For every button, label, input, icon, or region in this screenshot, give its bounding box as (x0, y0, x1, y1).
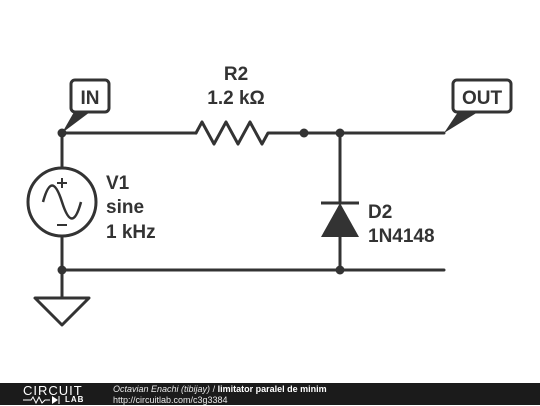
source-waveform: sine (106, 197, 144, 218)
resistor-r2: R2 1.2 kΩ (194, 64, 276, 146)
port-in-label: IN (81, 88, 100, 109)
source-designator: V1 (106, 173, 130, 194)
port-in-box (69, 78, 111, 114)
resistor-designator: R2 (224, 64, 248, 85)
diode-triangle (321, 203, 359, 237)
resistor-value: 1.2 kΩ (207, 88, 265, 109)
junction-diode-top (335, 128, 345, 138)
ground-icon (33, 296, 91, 327)
footer-bar: CIRCUIT LAB Octavian Enachi (tibijay) / … (0, 383, 540, 405)
junction-diode-bottom (335, 265, 345, 275)
junction-ground (57, 265, 67, 275)
port-out: OUT (444, 78, 513, 133)
voltage-source-v1: V1 sine 1 kHz (26, 166, 156, 243)
diode-d2: D2 1N4148 (321, 201, 435, 247)
port-out-pointer (444, 112, 478, 133)
meta-separator: / (212, 384, 216, 394)
ground-symbol (33, 296, 91, 327)
diode-part-number: 1N4148 (368, 226, 435, 247)
resistor-zigzag (194, 120, 276, 146)
port-out-label: OUT (462, 88, 503, 109)
port-in: IN (62, 78, 111, 133)
circuit-diagram: IN OUT R2 1.2 kΩ V1 sine 1 kHz (26, 64, 513, 327)
author-name[interactable]: Octavian Enachi (tibijay) (113, 384, 211, 394)
logo-resistor-icon (23, 395, 60, 404)
source-frequency: 1 kHz (106, 222, 156, 243)
port-out-box (451, 78, 513, 114)
logo-circuit-text: CIRCUIT (23, 383, 83, 398)
circuit-url[interactable]: http://circuitlab.com/c3g3384 (113, 395, 228, 405)
sine-wave-icon (41, 184, 83, 220)
diode-designator: D2 (368, 202, 392, 223)
logo-lab-text: LAB (65, 395, 85, 404)
circuit-title[interactable]: limitator paralel de minim (217, 384, 327, 394)
junctions (57, 128, 345, 275)
circuitlab-logo: CIRCUIT LAB (23, 384, 95, 404)
junction-resistor (299, 128, 309, 138)
port-in-pointer (62, 112, 90, 133)
circuit-meta: Octavian Enachi (tibijay) / limitator pa… (113, 384, 327, 406)
